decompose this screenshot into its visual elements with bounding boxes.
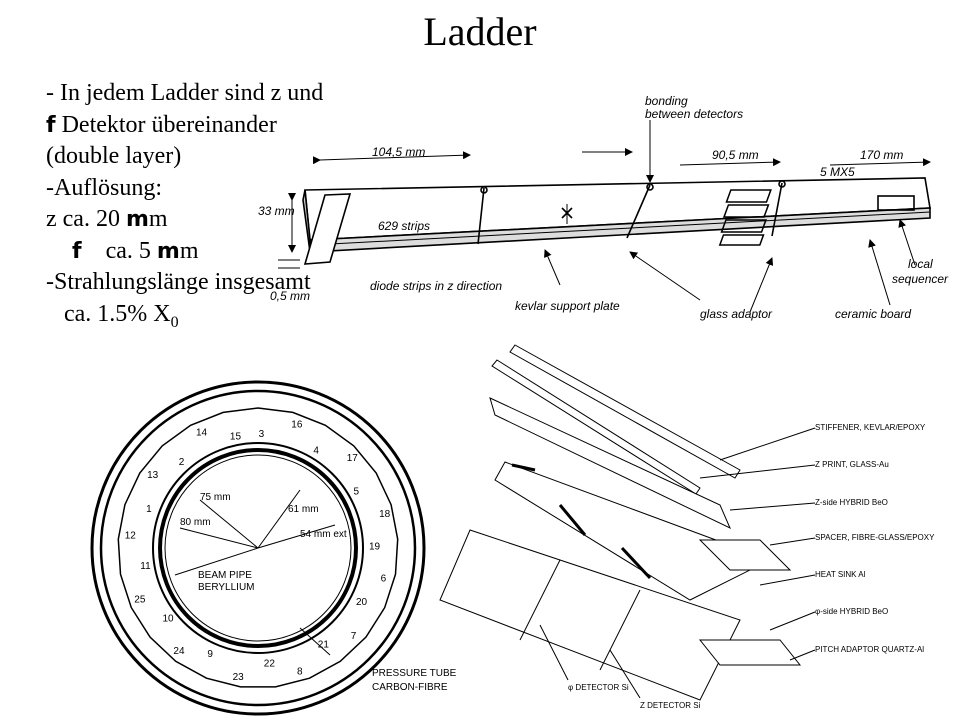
svg-text:STIFFENER, KEVLAR/EPOXY: STIFFENER, KEVLAR/EPOXY	[815, 423, 926, 432]
svg-text:90,5 mm: 90,5 mm	[712, 148, 759, 162]
cross-section-drawing	[90, 380, 426, 716]
ladder-drawing	[278, 120, 931, 313]
svg-text:BEAM PIPE: BEAM PIPE	[198, 570, 252, 581]
svg-text:φ-side HYBRID BeO: φ-side HYBRID BeO	[815, 607, 888, 616]
segment-number: 15	[230, 432, 242, 443]
exploded-labels: STIFFENER, KEVLAR/EPOXY Z PRINT, GLASS-A…	[568, 423, 935, 710]
exploded-drawing	[439, 344, 816, 701]
cross-labels: 75 mm 80 mm 61 mm 54 mm ext BEAM PIPE BE…	[180, 492, 457, 693]
segment-number: 23	[233, 672, 245, 683]
svg-text:104,5 mm: 104,5 mm	[372, 145, 425, 159]
svg-text:Z-side HYBRID BeO: Z-side HYBRID BeO	[815, 498, 888, 507]
svg-text:φ DETECTOR Si: φ DETECTOR Si	[568, 683, 629, 692]
svg-text:54 mm ext: 54 mm ext	[300, 529, 347, 540]
svg-text:between detectors: between detectors	[645, 107, 743, 121]
svg-text:Z PRINT, GLASS-Au: Z PRINT, GLASS-Au	[815, 460, 889, 469]
segment-number: 21	[318, 640, 330, 651]
segment-number: 13	[147, 470, 159, 481]
bullet-radiation-length: -Strahlungslänge insgesamt	[46, 269, 311, 295]
segment-number: 18	[379, 509, 391, 520]
segment-number: 4	[313, 446, 319, 457]
segment-number: 20	[356, 597, 368, 608]
svg-text:61 mm: 61 mm	[288, 504, 319, 515]
segment-number: 9	[207, 649, 213, 660]
bullet-z-resolution: z ca. 20 mm	[46, 206, 168, 232]
svg-text:629 strips: 629 strips	[378, 219, 430, 233]
ladder-labels: 104,5 mm 90,5 mm 170 mm 33 mm 0,5 mm bon…	[258, 94, 949, 321]
segment-number: 3	[259, 429, 265, 440]
segment-numbers: 3 16 4 17 5 18 19 6 20 7 21 8 22 23 9 24 10 25 11 12 1 13 2 14 1…	[125, 420, 391, 684]
svg-text:diode strips in z direction: diode strips in z direction	[370, 279, 502, 293]
svg-text:kevlar support plate: kevlar support plate	[515, 299, 620, 313]
svg-text:sequencer: sequencer	[892, 272, 949, 286]
bullet-phi-resolution: f ca. 5 mm	[72, 237, 199, 264]
svg-text:170 mm: 170 mm	[860, 148, 903, 162]
svg-text:CARBON-FIBRE: CARBON-FIBRE	[372, 682, 448, 693]
page-title: Ladder	[423, 9, 537, 54]
segment-number: 11	[140, 561, 151, 572]
mu-symbol: m	[125, 207, 149, 232]
svg-text:5 MX5: 5 MX5	[820, 165, 855, 179]
bullet-resolution: -Auflösung:	[46, 174, 162, 201]
segment-number: 14	[196, 428, 208, 439]
segment-number: 24	[173, 646, 185, 657]
svg-text:ceramic board: ceramic board	[835, 307, 911, 321]
mx5-chips	[718, 189, 772, 246]
segment-number: 12	[125, 531, 137, 542]
svg-text:0,5 mm: 0,5 mm	[270, 289, 310, 303]
phi-symbol: f	[72, 238, 82, 264]
bullet-ladder: - In jedem Ladder sind z und	[46, 80, 324, 106]
bullet-list: - In jedem Ladder sind z und f Detektor …	[46, 78, 323, 338]
svg-text:HEAT SINK Al: HEAT SINK Al	[815, 570, 866, 579]
bullet-radiation-value: ca. 1.5% X0	[46, 300, 179, 331]
svg-text:BERYLLIUM: BERYLLIUM	[198, 582, 255, 593]
bullet-double-layer: (double layer)	[46, 143, 182, 169]
segment-number: 6	[381, 573, 387, 584]
segment-number: 1	[146, 504, 152, 515]
svg-text:bonding: bonding	[645, 94, 688, 108]
segment-number: 2	[179, 457, 185, 468]
svg-text:glass adaptor: glass adaptor	[700, 307, 773, 321]
svg-text:80 mm: 80 mm	[180, 517, 211, 528]
segment-number: 10	[163, 614, 175, 625]
svg-text:local: local	[908, 257, 933, 271]
svg-text:75 mm: 75 mm	[200, 492, 231, 503]
segment-number: 17	[347, 453, 359, 464]
segment-number: 5	[354, 486, 360, 497]
svg-text:Z DETECTOR Si: Z DETECTOR Si	[640, 701, 701, 710]
svg-text:33 mm: 33 mm	[258, 204, 295, 218]
segment-number: 8	[297, 667, 303, 678]
bullet-detector: f Detektor übereinander	[46, 111, 277, 138]
mu-symbol: m	[156, 238, 180, 264]
svg-text:PITCH ADAPTOR QUARTZ-Al: PITCH ADAPTOR QUARTZ-Al	[815, 645, 924, 654]
phi-symbol: f	[46, 112, 56, 138]
svg-text:SPACER, FIBRE-GLASS/EPOXY: SPACER, FIBRE-GLASS/EPOXY	[815, 533, 935, 542]
svg-text:PRESSURE TUBE: PRESSURE TUBE	[372, 668, 457, 679]
segment-number: 22	[264, 659, 276, 670]
segment-number: 7	[351, 631, 357, 642]
segment-number: 19	[369, 541, 381, 552]
segment-number: 25	[134, 595, 146, 606]
segment-number: 16	[291, 420, 303, 431]
